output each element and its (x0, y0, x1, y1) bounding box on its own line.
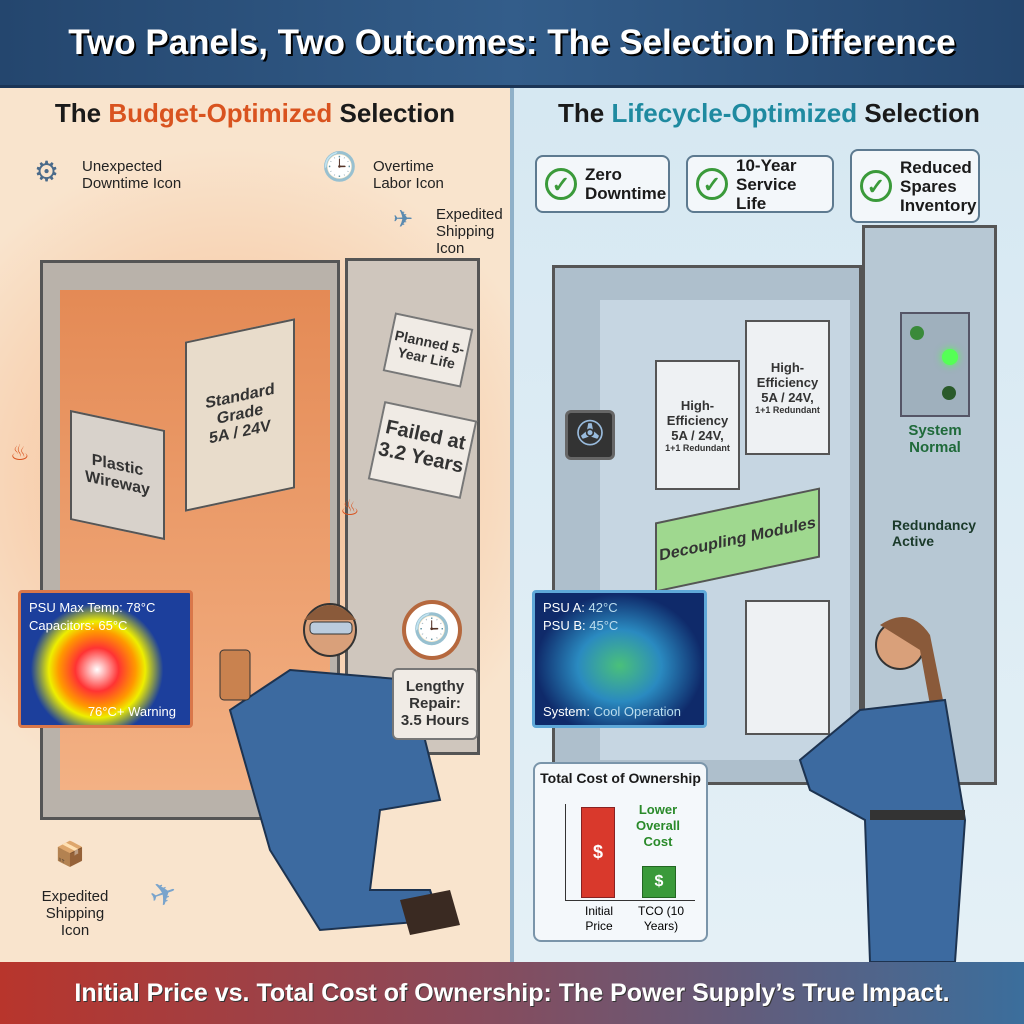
airplane-icon: ✈ (393, 206, 414, 233)
redundancy-label: Redundancy Active (892, 517, 977, 549)
tco-title: Total Cost of Ownership (540, 770, 701, 786)
label-initial-price: Initial Price (584, 904, 613, 933)
fan-icon: ✇ (565, 410, 615, 460)
psu-max-temp: PSU Max Temp: 78°C (29, 600, 156, 615)
package-coin-icon: 📦 (55, 841, 85, 868)
psu-b-temp: PSU B: 45°C (543, 618, 619, 633)
clock-icon: 🕒 (402, 600, 462, 660)
check-icon: ✓ (696, 168, 728, 200)
tco-x-axis (565, 900, 695, 901)
thermal-image-hot: PSU Max Temp: 78°C Capacitors: 65°C 76°C… (18, 590, 193, 728)
shipping-label-top: Expedited Shipping Icon (436, 206, 503, 257)
bar-tco: $ (642, 866, 676, 898)
lifecycle-heading: The Lifecycle-Optimized Selection (558, 98, 980, 128)
gear-broken-icon: ⚙ (34, 156, 60, 187)
heat-icon-2: ♨ (340, 495, 360, 520)
bar-initial-price: $ (581, 806, 615, 898)
status-light-green (942, 349, 958, 365)
technician-figure (219, 603, 460, 935)
callout-service-life: ✓10-Year Service Life (686, 155, 834, 213)
callout-reduced-spares: ✓Reduced Spares Inventory (850, 149, 980, 223)
indicator-panel (900, 312, 970, 417)
tco-chart-card: Total Cost of Ownership $ $ Lower Overal… (533, 762, 708, 942)
clock-coins-icon: 🕒 (322, 151, 357, 182)
system-normal-label: System Normal (908, 422, 962, 456)
downtime-label: Unexpected Downtime Icon (82, 158, 182, 192)
temp-warning: 76°C+ Warning (87, 704, 176, 719)
thermal-image-cool: PSU A: 42°C PSU B: 45°C System: Cool Ope… (532, 590, 707, 728)
check-icon: ✓ (860, 170, 892, 202)
label-tco: TCO (10 Years) (637, 904, 684, 933)
shipping-label-bottom: Expedited Shipping Icon (41, 888, 109, 939)
system-status: System: Cool Operation (543, 704, 682, 719)
capacitor-temp: Capacitors: 65°C (29, 618, 128, 633)
tco-y-axis (565, 804, 566, 900)
footer-banner: Initial Price vs. Total Cost of Ownershi… (0, 962, 1024, 1024)
overtime-label: Overtime Labor Icon (373, 158, 444, 192)
replacement-psu (745, 600, 830, 735)
page-title: Two Panels, Two Outcomes: The Selection … (0, 0, 1024, 88)
panel-divider (510, 88, 514, 962)
check-icon: ✓ (545, 168, 577, 200)
tco-note: Lower Overall Cost (635, 802, 681, 849)
plastic-wireway: Plastic Wireway (70, 409, 165, 541)
psu-a-temp: PSU A: 42°C (543, 600, 618, 615)
budget-heading: The Budget-Optimized Selection (54, 98, 456, 128)
technician-female-figure (798, 617, 967, 962)
heat-icon: ♨ (10, 440, 30, 465)
callout-zero-downtime: ✓Zero Downtime (535, 155, 670, 213)
